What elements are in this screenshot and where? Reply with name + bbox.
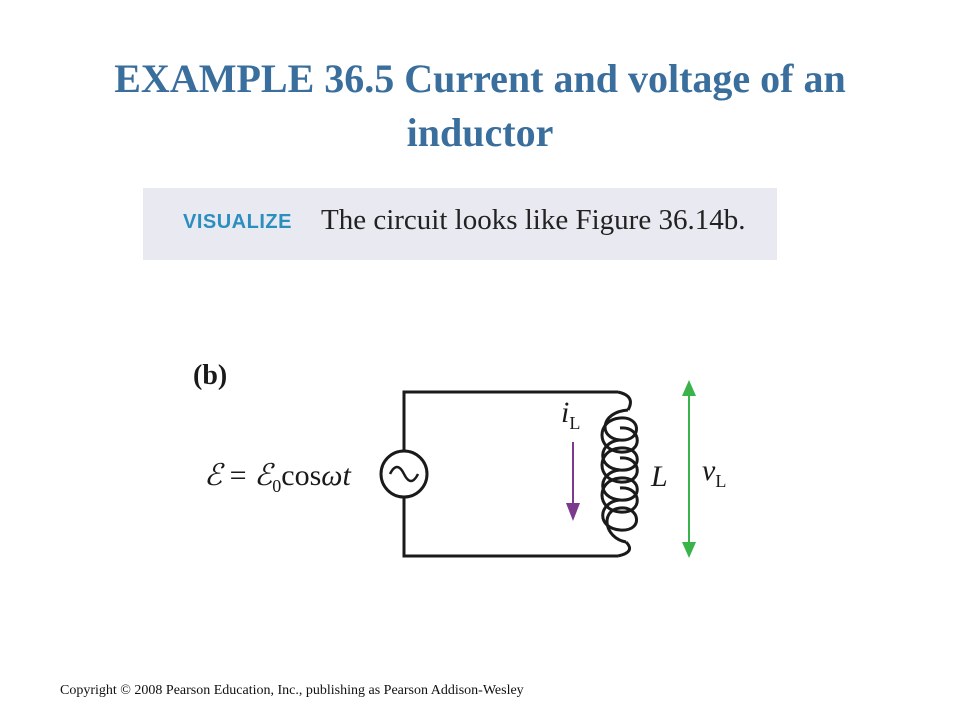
left-wire-bottom [402, 498, 618, 558]
current-label: iL [561, 396, 580, 433]
voltage-label: vL [702, 454, 726, 491]
slide-title: EXAMPLE 36.5 Current and voltage of an i… [114, 56, 846, 155]
visualize-label: VISUALIZE [183, 211, 292, 233]
emf-arg: ωt [321, 459, 351, 492]
ac-source-icon [379, 449, 429, 499]
left-wire-top [402, 390, 618, 450]
voltage-arrow-icon [682, 380, 696, 558]
emf-equals: = [222, 459, 254, 492]
voltage-symbol: v [702, 454, 716, 487]
copyright-notice: Copyright © 2008 Pearson Education, Inc.… [60, 683, 524, 698]
visualize-box: VISUALIZE The circuit looks like Figure … [143, 188, 777, 260]
current-subscript: L [569, 413, 580, 433]
inductor-lead-bottom [617, 540, 632, 558]
emf-func: cos [281, 459, 321, 492]
voltage-subscript: L [715, 471, 726, 491]
visualize-text: The circuit looks like Figure 36.14b. [321, 204, 746, 236]
circuit-wires [402, 390, 632, 558]
panel-label: (b) [193, 360, 227, 391]
emf-amp-subscript: 0 [272, 476, 281, 496]
inductor-coil-icon [600, 408, 639, 544]
current-arrow-icon [566, 442, 580, 521]
emf-equation: ℰ = ℰ0cosωt [204, 459, 351, 496]
emf-symbol: ℰ [204, 459, 225, 492]
emf-amp-symbol: ℰ [254, 459, 275, 492]
inductor-label: L [650, 460, 668, 493]
current-symbol: i [561, 396, 569, 429]
inductor-lead-top [617, 390, 632, 411]
